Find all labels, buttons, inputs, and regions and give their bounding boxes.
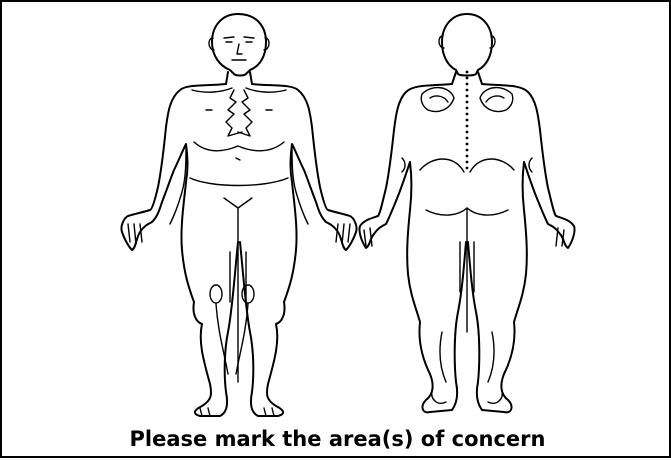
front-brows	[224, 37, 254, 38]
front-sternum	[226, 90, 252, 136]
front-shins	[216, 304, 248, 374]
back-scapula-right	[480, 88, 513, 112]
caption-text: Please mark the area(s) of concern	[2, 424, 671, 454]
back-scapula-left	[421, 88, 454, 112]
back-spine	[466, 71, 469, 170]
back-fingers	[364, 228, 564, 246]
front-hip-line	[190, 178, 288, 186]
back-inner-legs	[460, 208, 474, 332]
back-ears	[439, 36, 495, 48]
back-calves	[440, 332, 494, 382]
back-body-right-outline	[468, 84, 575, 412]
front-groin	[224, 198, 252, 208]
back-body-left-outline	[359, 84, 466, 412]
back-elbows	[402, 158, 532, 172]
front-body-figure[interactable]	[121, 14, 356, 416]
front-chest-lower	[194, 142, 284, 151]
front-body-left-outline	[121, 84, 238, 416]
front-knee-right	[242, 285, 254, 303]
front-neck	[226, 72, 252, 84]
back-head	[442, 14, 492, 76]
back-heels	[432, 390, 503, 403]
front-knee-left	[210, 285, 222, 303]
front-toes	[200, 408, 274, 416]
front-collarbones	[192, 88, 286, 92]
front-nose	[237, 44, 242, 54]
front-body-right-outline	[240, 84, 357, 416]
front-navel	[236, 158, 240, 160]
back-body-figure[interactable]	[359, 14, 574, 412]
